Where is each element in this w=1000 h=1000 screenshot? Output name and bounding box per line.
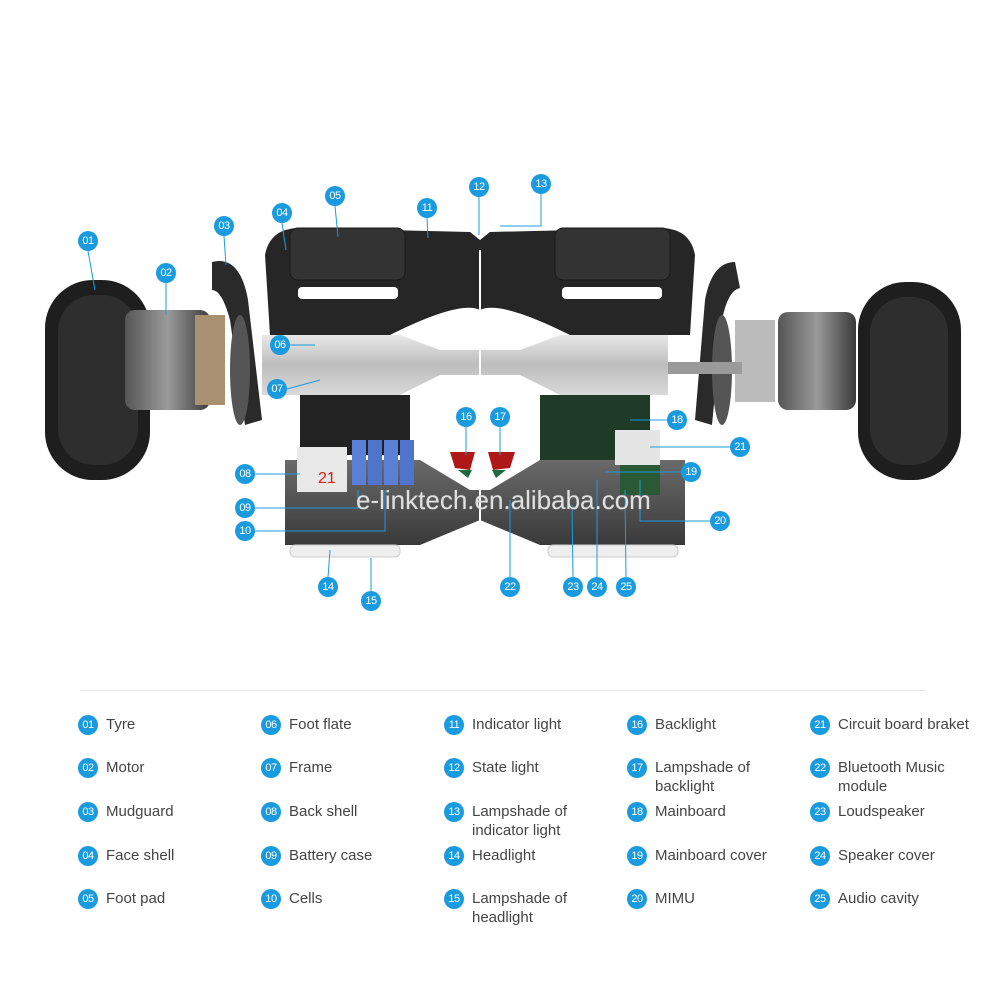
legend-label: Lampshade of backlight bbox=[655, 759, 751, 795]
foot-pad-right bbox=[554, 227, 671, 281]
legend-number-badge: 01 bbox=[78, 715, 98, 735]
callout-06: 06 bbox=[270, 335, 290, 355]
callout-18: 18 bbox=[667, 410, 687, 430]
legend-number-badge: 14 bbox=[444, 846, 464, 866]
legend-number-badge: 16 bbox=[627, 715, 647, 735]
legend-number-badge: 12 bbox=[444, 758, 464, 778]
legend-label: Lampshade of headlight bbox=[472, 890, 568, 926]
backlights bbox=[450, 452, 515, 478]
legend-number-badge: 07 bbox=[261, 758, 281, 778]
callout-09: 09 bbox=[235, 498, 255, 518]
callout-16: 16 bbox=[456, 407, 476, 427]
callout-12: 12 bbox=[469, 177, 489, 197]
callout-11: 11 bbox=[417, 198, 437, 218]
divider bbox=[80, 690, 925, 691]
legend-number-badge: 17 bbox=[627, 758, 647, 778]
callout-14: 14 bbox=[318, 577, 338, 597]
foot-pad-left bbox=[289, 227, 406, 281]
legend-number-badge: 18 bbox=[627, 802, 647, 822]
legend-number-badge: 10 bbox=[261, 889, 281, 909]
callout-02: 02 bbox=[156, 263, 176, 283]
callout-20: 20 bbox=[710, 511, 730, 531]
legend-label: Motor bbox=[106, 759, 145, 776]
callout-04: 04 bbox=[272, 203, 292, 223]
legend-label: State light bbox=[472, 759, 539, 776]
callout-03: 03 bbox=[214, 216, 234, 236]
legend-number-badge: 09 bbox=[261, 846, 281, 866]
tyre-left bbox=[45, 280, 150, 480]
legend-number-badge: 03 bbox=[78, 802, 98, 822]
watermark: e-linktech.en.alibaba.com bbox=[356, 485, 651, 515]
legend-label: Frame bbox=[289, 759, 333, 776]
callout-07: 07 bbox=[267, 379, 287, 399]
legend-label: Bluetooth Music module bbox=[838, 759, 945, 795]
callout-17: 17 bbox=[490, 407, 510, 427]
leader-lines bbox=[87, 194, 730, 591]
battery-case bbox=[297, 447, 347, 492]
legend-label: Indicator light bbox=[472, 716, 562, 733]
tyre-right bbox=[858, 282, 961, 480]
legend-label: Audio cavity bbox=[838, 890, 919, 907]
legend-number-badge: 25 bbox=[810, 889, 830, 909]
legend-number-badge: 13 bbox=[444, 802, 464, 822]
legend-label: Speaker cover bbox=[838, 847, 935, 864]
legend-label: Loudspeaker bbox=[838, 803, 925, 820]
headlight-left bbox=[289, 544, 401, 558]
legend-label: Lampshade of indicator light bbox=[472, 803, 568, 839]
callout-21: 21 bbox=[730, 437, 750, 457]
legend-label: MIMU bbox=[655, 890, 695, 907]
legend-label: Tyre bbox=[106, 716, 136, 733]
legend-number-badge: 15 bbox=[444, 889, 464, 909]
legend-label: Battery case bbox=[289, 847, 373, 864]
legend-label: Headlight bbox=[472, 847, 536, 864]
legend-number-badge: 08 bbox=[261, 802, 281, 822]
legend-number-badge: 22 bbox=[810, 758, 830, 778]
legend-label: Foot flate bbox=[289, 716, 352, 733]
callout-15: 15 bbox=[361, 591, 381, 611]
legend-label: Face shell bbox=[106, 847, 175, 864]
headlight-right bbox=[547, 544, 679, 558]
callout-23: 23 bbox=[563, 577, 583, 597]
motor-left bbox=[125, 310, 225, 410]
legend-number-badge: 20 bbox=[627, 889, 647, 909]
legend-number-badge: 05 bbox=[78, 889, 98, 909]
legend-label: Backlight bbox=[655, 716, 716, 733]
battery-case-marking: 21 bbox=[318, 470, 336, 487]
callout-10: 10 bbox=[235, 521, 255, 541]
legend-number-badge: 24 bbox=[810, 846, 830, 866]
legend-number-badge: 02 bbox=[78, 758, 98, 778]
callout-08: 08 bbox=[235, 464, 255, 484]
legend-label: Cells bbox=[289, 890, 323, 907]
frame bbox=[262, 335, 668, 395]
legend-label: Mudguard bbox=[106, 803, 174, 820]
legend-number-badge: 04 bbox=[78, 846, 98, 866]
cells bbox=[352, 440, 414, 485]
callout-05: 05 bbox=[325, 186, 345, 206]
legend-label: Circuit board braket bbox=[838, 716, 969, 733]
callout-22: 22 bbox=[500, 577, 520, 597]
motor-right bbox=[735, 312, 856, 410]
callout-01: 01 bbox=[78, 231, 98, 251]
legend-label: Back shell bbox=[289, 803, 358, 820]
callout-19: 19 bbox=[681, 462, 701, 482]
legend-number-badge: 11 bbox=[444, 715, 464, 735]
legend-number-badge: 06 bbox=[261, 715, 281, 735]
callout-24: 24 bbox=[587, 577, 607, 597]
callout-13: 13 bbox=[531, 174, 551, 194]
callout-25: 25 bbox=[616, 577, 636, 597]
legend-number-badge: 23 bbox=[810, 802, 830, 822]
legend-label: Foot pad bbox=[106, 890, 166, 907]
legend-number-badge: 19 bbox=[627, 846, 647, 866]
legend-label: Mainboard bbox=[655, 803, 726, 820]
legend-label: Mainboard cover bbox=[655, 847, 767, 864]
legend-number-badge: 21 bbox=[810, 715, 830, 735]
